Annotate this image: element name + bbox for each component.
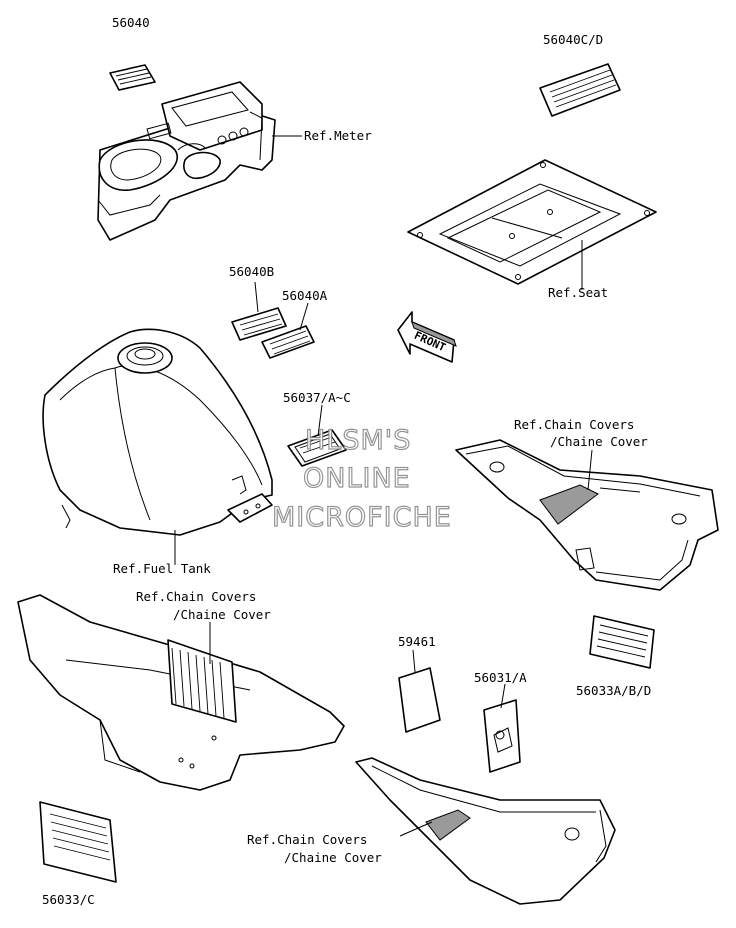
pad-59461 xyxy=(398,667,441,733)
fuel-tank xyxy=(42,328,273,536)
ref-chain-cover-3-line1: Ref.Chain Covers xyxy=(247,832,367,847)
part-number-56037: 56037/A~C xyxy=(283,390,351,405)
chain-cover-upper-right xyxy=(455,439,719,591)
chain-cover-lower-left xyxy=(17,594,345,791)
ref-seat-label: Ref.Seat xyxy=(548,285,608,300)
part-number-56040a: 56040A xyxy=(282,288,328,303)
watermark-line-3: MICROFICHE xyxy=(272,502,452,533)
ref-chain-cover-3-line2: /Chaine Cover xyxy=(284,850,382,865)
part-number-56040cd: 56040C/D xyxy=(543,32,603,47)
part-number-56031: 56031/A xyxy=(474,670,527,685)
decal-56033c xyxy=(39,801,117,883)
part-number-56033abd: 56033A/B/D xyxy=(576,683,651,698)
decal-56037 xyxy=(287,429,347,467)
ref-chain-cover-1-line2: /Chaine Cover xyxy=(550,434,648,449)
decal-56040 xyxy=(109,64,156,91)
watermark: HLSM'S ONLINE MICROFICHE xyxy=(271,424,452,533)
ref-chain-cover-2-line2: /Chaine Cover xyxy=(173,607,271,622)
part-number-56033c: 56033/C xyxy=(42,892,95,907)
watermark-line-2: ONLINE xyxy=(303,463,411,494)
chain-cover-bottom-right xyxy=(355,757,616,905)
ref-meter-label: Ref.Meter xyxy=(304,128,372,143)
part-number-56040: 56040 xyxy=(112,15,150,30)
meter-assembly xyxy=(97,81,276,241)
decal-56040b xyxy=(231,307,287,341)
decal-56040a xyxy=(261,325,315,359)
decal-56033abd xyxy=(589,615,655,669)
warning-decal-56031 xyxy=(483,699,521,773)
ref-chain-cover-1-line1: Ref.Chain Covers xyxy=(514,417,634,432)
front-direction-arrow: FRONT xyxy=(397,311,457,363)
ref-fuel-tank-label: Ref.Fuel Tank xyxy=(113,561,211,576)
watermark-line-1: HLSM'S xyxy=(305,425,411,456)
part-number-56040b: 56040B xyxy=(229,264,274,279)
part-number-59461: 59461 xyxy=(398,634,436,649)
decal-56040cd xyxy=(539,63,621,117)
ref-chain-cover-2-line1: Ref.Chain Covers xyxy=(136,589,256,604)
seat-base xyxy=(407,159,657,285)
